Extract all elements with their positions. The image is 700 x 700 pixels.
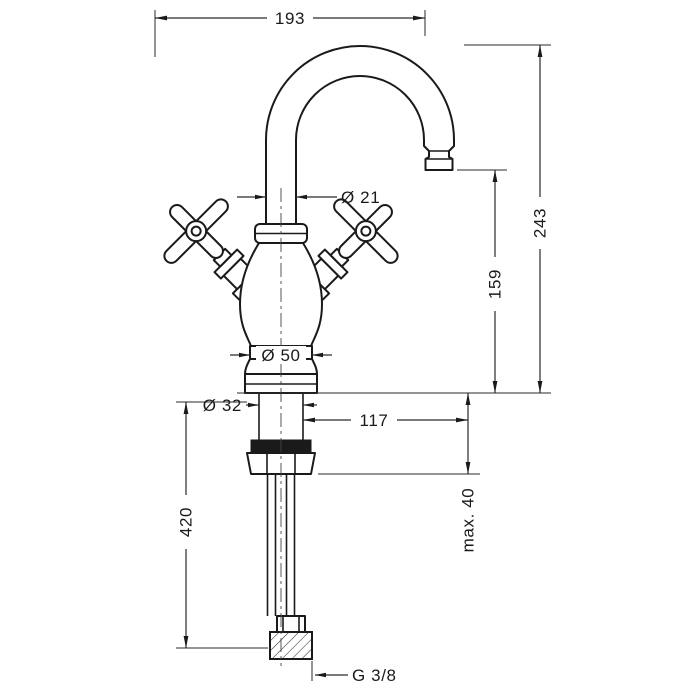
dim-shank-diameter-label: Ø 32 (203, 396, 242, 415)
right-handle-hub-cap (360, 225, 372, 237)
spout-outline (265, 45, 455, 225)
dim-max-counter-thickness-label: max. 40 (459, 488, 478, 553)
dim-base-diameter: Ø 50 (230, 346, 332, 365)
dim-supply-length-label: 420 (177, 507, 196, 537)
supply-tubes (266, 474, 296, 616)
dim-connection-thread-label: G 3/8 (352, 666, 397, 685)
dim-shank-diameter: Ø 32 (203, 396, 317, 415)
dim-top-width-label: 193 (275, 9, 305, 28)
dim-spout-reach: 117 (303, 411, 468, 430)
dim-outlet-height-label: 159 (486, 269, 505, 299)
dim-spout-diameter-label: Ø 21 (341, 188, 380, 207)
dim-total-height: 243 (464, 44, 551, 393)
dim-total-height-label: 243 (531, 208, 550, 238)
left-cross-handle (163, 198, 266, 301)
hose-connector-nut (269, 631, 313, 660)
left-handle-hub-cap (190, 225, 202, 237)
dim-max-counter-thickness: max. 40 (318, 393, 480, 552)
under-counter-assembly (246, 393, 316, 660)
dim-top-width: 193 (154, 9, 426, 57)
dim-base-diameter-label: Ø 50 (261, 346, 300, 365)
spout (265, 45, 455, 225)
dim-spout-diameter: Ø 21 (237, 188, 380, 207)
dim-spout-reach-label: 117 (360, 411, 389, 430)
dim-connection-thread: G 3/8 (311, 661, 397, 685)
dim-outlet-height: 159 (457, 169, 507, 393)
dim-supply-length: 420 (176, 401, 268, 649)
